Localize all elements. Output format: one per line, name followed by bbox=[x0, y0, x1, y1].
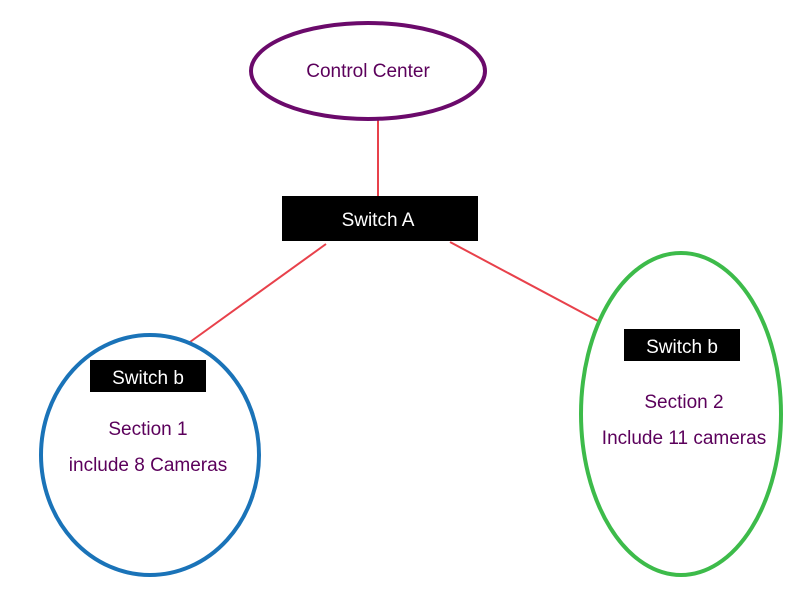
connector-switch-a-to-section-2 bbox=[449, 241, 601, 323]
section-1-node bbox=[39, 333, 261, 577]
section-2-switch-label: Switch b bbox=[646, 337, 718, 358]
section-1-switch-label: Switch b bbox=[112, 368, 184, 389]
control-center-node bbox=[249, 21, 487, 121]
connector-switch-a-to-section-1 bbox=[189, 243, 327, 343]
section-2-title: Section 2 bbox=[644, 392, 723, 413]
control-center-label: Control Center bbox=[306, 61, 430, 82]
switch-a-label: Switch A bbox=[342, 210, 415, 231]
section-1-title: Section 1 bbox=[108, 419, 187, 440]
section-2-switch-box bbox=[624, 329, 740, 361]
switch-a-node bbox=[282, 196, 478, 241]
section-2-node bbox=[579, 251, 783, 577]
section-1-description: include 8 Cameras bbox=[69, 455, 227, 476]
section-2-description: Include 11 cameras bbox=[602, 428, 766, 449]
section-1-switch-box bbox=[90, 360, 206, 392]
